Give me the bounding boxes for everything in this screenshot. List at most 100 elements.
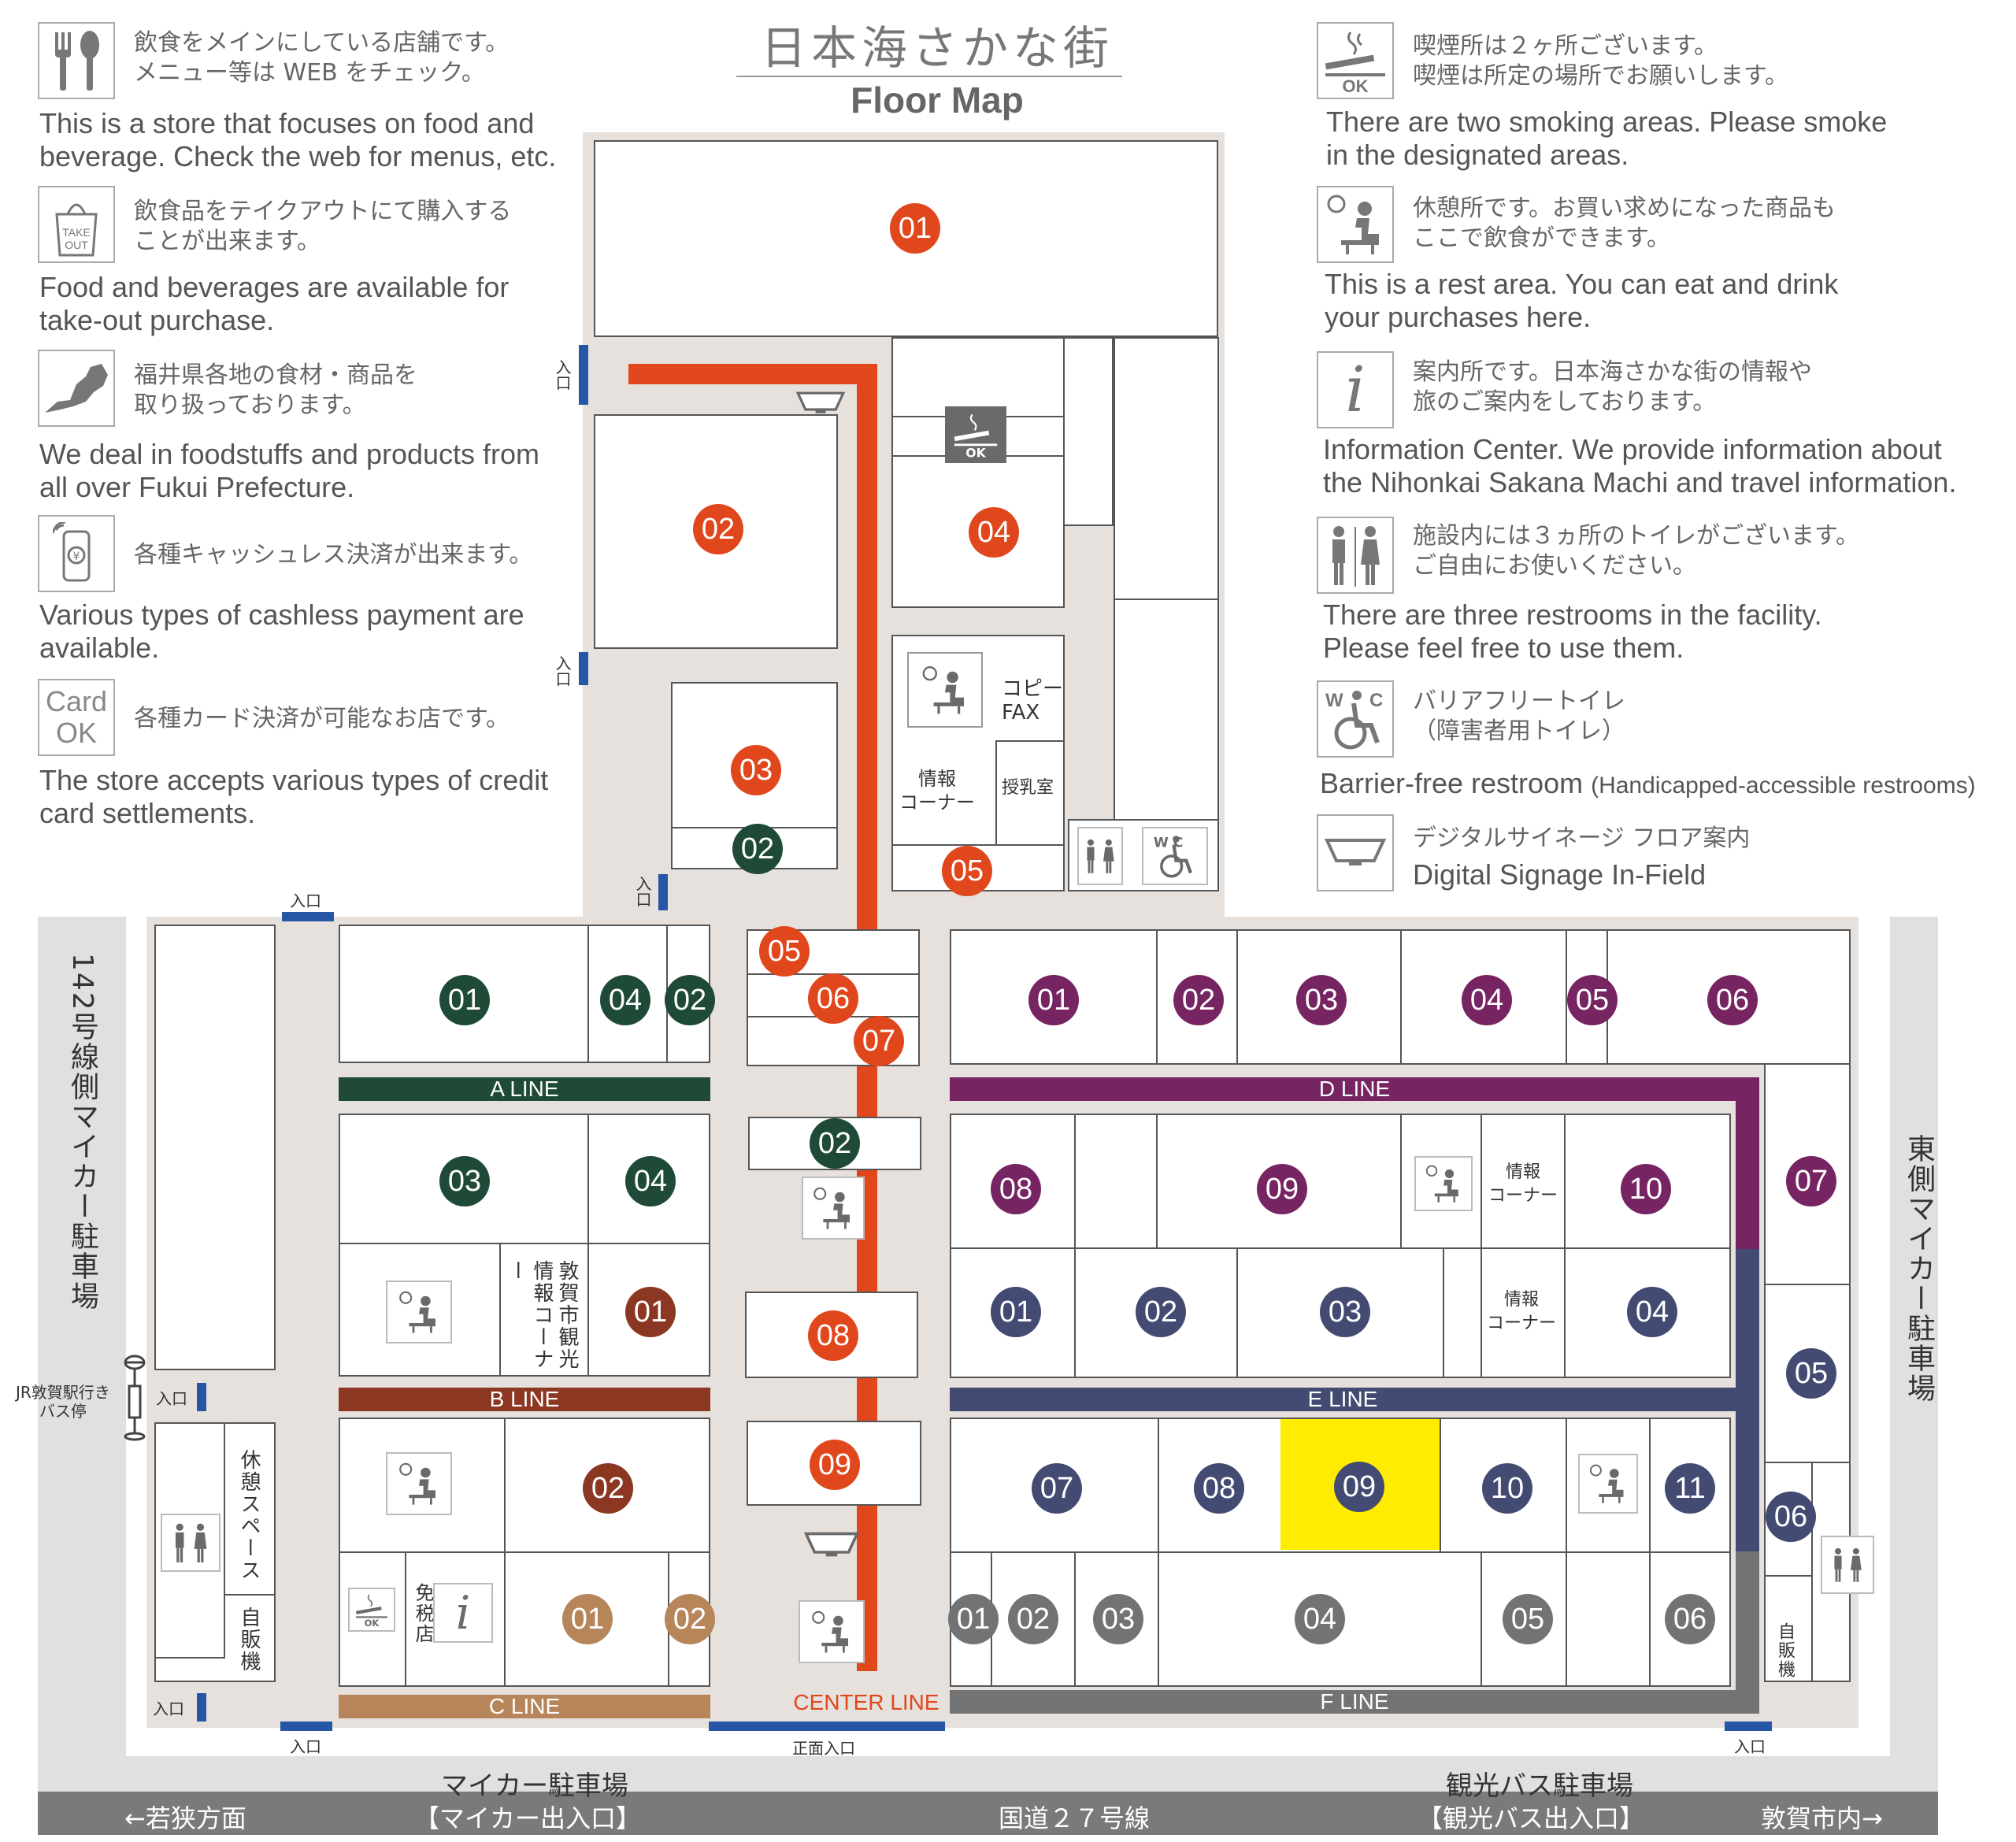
a-store-circle[interactable]: 04 [600,975,650,1025]
b-line-bar: B LINE [339,1388,710,1411]
center-store-circle[interactable]: 04 [969,507,1019,558]
center-store-circle[interactable]: 05 [942,846,992,896]
d-store-circle[interactable]: 03 [1296,975,1347,1025]
takeout-bag-icon: TAKE OUT [38,186,115,263]
center-04-block[interactable] [891,337,1065,608]
entrance-north-2[interactable] [579,652,588,685]
center-store-circle[interactable]: 06 [808,973,858,1024]
e-store-circle[interactable]: 02 [1136,1287,1186,1337]
legend-cashless-en: Various types of cashless payment are av… [39,599,524,664]
e-store-circle[interactable]: 11 [1665,1463,1715,1514]
b-store-circle[interactable]: 01 [625,1287,676,1337]
center-store-circle[interactable]: 09 [810,1440,860,1490]
legend-fukui-jp: 福井県各地の食材・商品を 取り扱っております。 [134,361,417,419]
rest-area-icon [1317,186,1394,263]
f-store-circle[interactable]: 04 [1295,1594,1345,1644]
ef-v6 [1074,1551,1076,1687]
ef-v7 [1158,1551,1159,1687]
legend-smoking-en: There are two smoking areas. Please smok… [1326,106,1888,171]
e-store-circle[interactable]: 06 [1766,1492,1816,1542]
signage-icon [795,391,846,416]
e-store-circle[interactable]: 05 [1786,1348,1836,1399]
d-store-circle[interactable]: 08 [991,1164,1041,1214]
f-store-circle[interactable]: 03 [1093,1594,1143,1644]
card-ok-icon: Card OK [38,679,115,756]
d-div3 [1400,929,1402,1065]
f-store-circle[interactable]: 05 [1503,1594,1553,1644]
restroom-icon [1077,827,1123,885]
svg-text:OK: OK [965,446,986,458]
d-store-circle[interactable]: 05 [1567,975,1618,1025]
legend-takeout-en: Food and beverages are available for tak… [39,271,510,336]
center-store-circle[interactable]: 08 [808,1310,858,1361]
north-east-block-2 [1114,599,1219,821]
a-store-circle[interactable]: 02 [665,975,715,1025]
f-store-circle[interactable]: 01 [948,1594,999,1644]
e-store-circle[interactable]: 08 [1194,1463,1244,1514]
svg-text:W: W [1325,690,1343,711]
smoking-ok-icon: OK [1317,22,1394,99]
main-entrance[interactable] [709,1722,945,1731]
d-store-circle[interactable]: 02 [1173,975,1224,1025]
d-store-circle[interactable]: 10 [1621,1164,1671,1214]
e-store-circle[interactable]: 09 [1334,1462,1384,1512]
center-store-circle[interactable]: 05 [759,926,810,977]
a-line-north-block[interactable] [339,925,710,1063]
d-store-circle[interactable]: 09 [1257,1164,1307,1214]
center-store-circle[interactable]: 02 [693,504,743,554]
center-store-circle[interactable]: 02 [732,824,783,874]
north-narrow-block [1063,337,1114,526]
center-store-circle[interactable]: 03 [731,745,781,795]
legend-fukui-en: We deal in foodstuffs and products from … [39,438,540,503]
e-store-circle[interactable]: 01 [991,1287,1041,1337]
entrance-south-right[interactable] [1725,1722,1772,1731]
nursing-room-label: 授乳室 [1002,778,1054,798]
de-v6 [1236,1247,1238,1378]
d-store-circle[interactable]: 04 [1462,975,1512,1025]
f-store-circle[interactable]: 02 [1008,1594,1058,1644]
d-store-circle[interactable]: 01 [1028,975,1079,1025]
c-store-circle[interactable]: 02 [665,1594,715,1644]
svg-text:¥: ¥ [73,550,80,563]
entrance-north-1[interactable] [579,345,588,405]
a-store-circle[interactable]: 01 [439,975,490,1025]
entrance-south-left[interactable] [280,1722,332,1731]
center-store-circle[interactable]: 02 [810,1118,860,1169]
wheelchair-icon: W C [1142,827,1208,885]
e-store-circle[interactable]: 03 [1320,1287,1370,1337]
d-store-circle[interactable]: 06 [1707,975,1758,1025]
e-line-vertical [1736,1249,1759,1551]
restroom-icon [161,1514,220,1572]
b-store-circle[interactable]: 02 [583,1463,633,1514]
e-store-circle[interactable]: 07 [1032,1463,1082,1514]
d-store-circle[interactable]: 07 [1786,1156,1836,1206]
legend-signage-en: Digital Signage In-Field [1413,858,1707,891]
a-store-circle[interactable]: 04 [625,1156,676,1206]
center-store-circle[interactable]: 07 [854,1016,904,1066]
entrance-north-3[interactable] [658,874,668,910]
west-service-divider2 [154,1657,224,1659]
f-store-circle[interactable]: 06 [1665,1594,1715,1644]
entrance-south-top[interactable] [282,912,334,921]
d-div2 [1236,929,1238,1065]
rest-area-icon [386,1452,452,1515]
de-block[interactable] [950,1114,1731,1378]
legend-rest-jp: 休憩所です。お買い求めになった商品も ここで飲食ができます。 [1413,195,1836,252]
de-v2 [1156,1114,1158,1247]
c-store-circle[interactable]: 01 [562,1594,613,1644]
ef-v8 [1480,1551,1482,1687]
entrance-west-2[interactable] [197,1693,206,1722]
legend-food-jp: 飲食をメインにしている店舗です。 メニュー等は WEB をチェック。 [134,29,510,87]
e-store-circle[interactable]: 10 [1482,1463,1532,1514]
a-store-circle[interactable]: 03 [439,1156,490,1206]
e-store-circle[interactable]: 04 [1627,1287,1677,1337]
car-parking-label: マイカー駐車場 [441,1770,628,1802]
e-info-label: 情報 コーナー [1487,1290,1557,1333]
fukui-prefecture-icon [38,350,115,427]
legend-info-jp: 案内所です。日本海さかな街の情報や 旅のご案内をしております。 [1413,358,1812,416]
center-store-circle[interactable]: 01 [890,203,940,254]
entrance-label: 入口 [1734,1737,1766,1756]
ef-v4 [1649,1418,1651,1687]
entrance-west-1[interactable] [197,1383,206,1411]
legend-barrier-en-small: (Handicapped-accessible restrooms) [1591,773,1976,799]
